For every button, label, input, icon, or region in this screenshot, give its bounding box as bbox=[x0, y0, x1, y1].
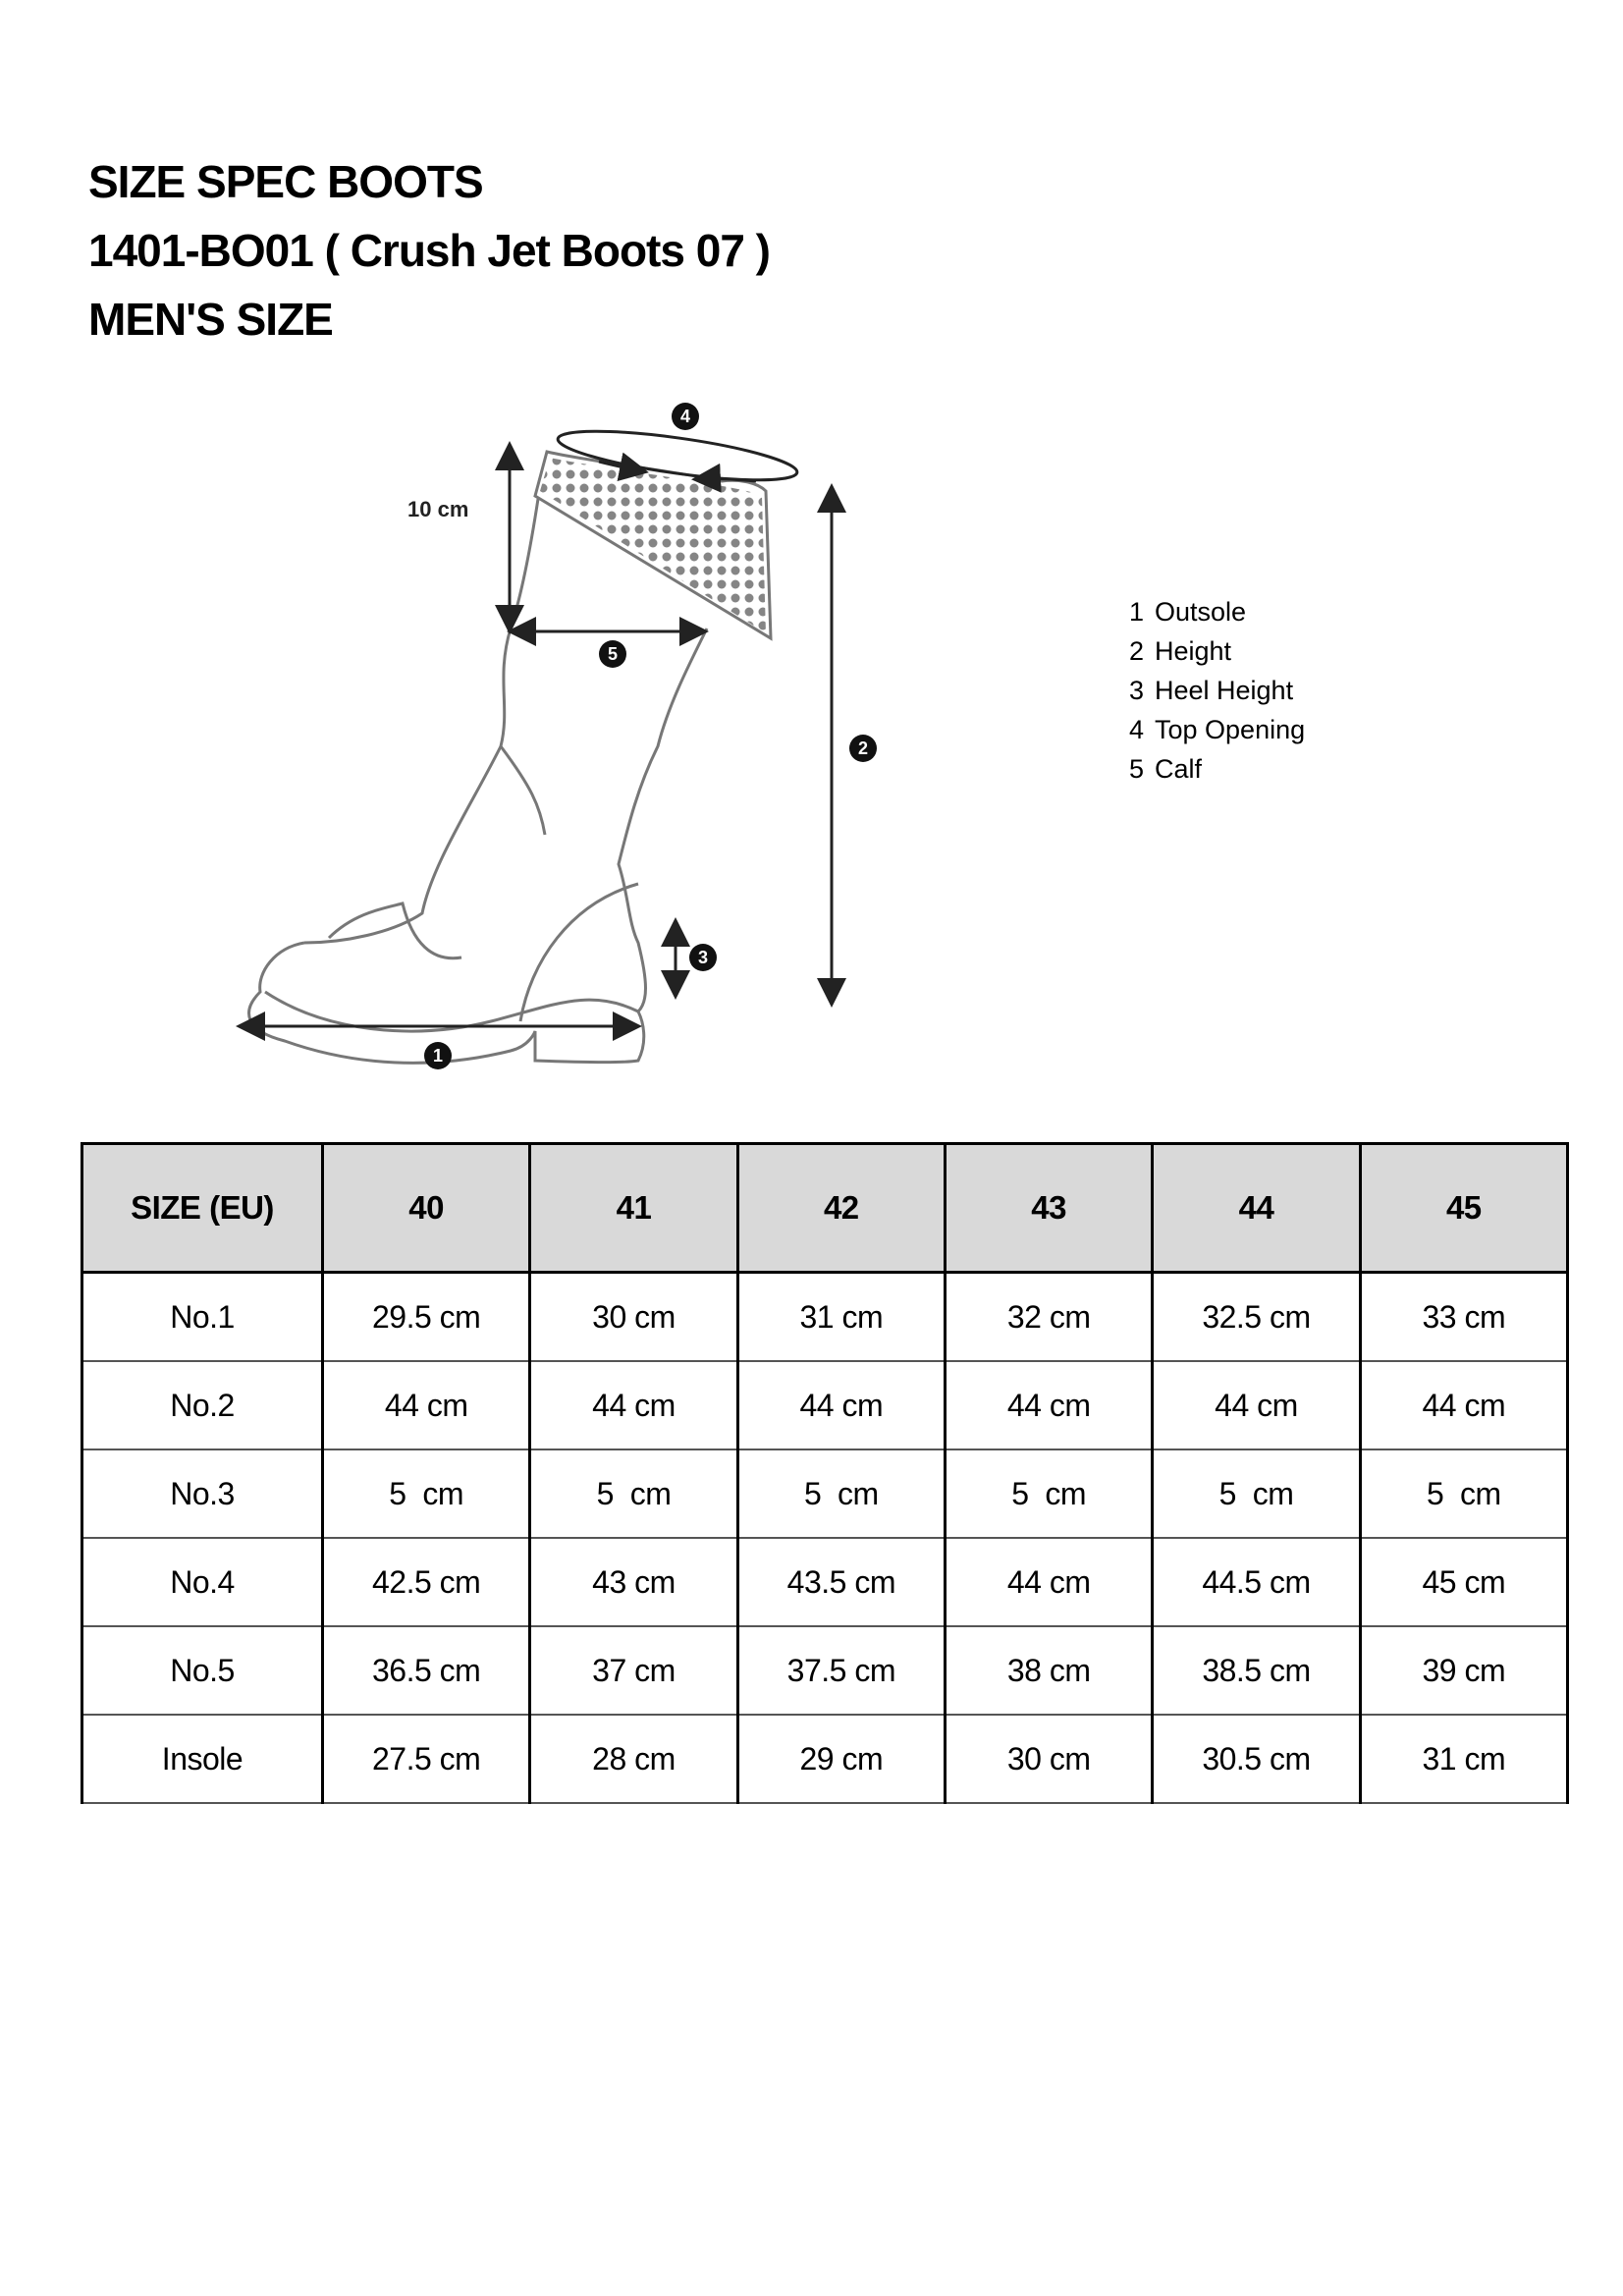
svg-text:4: 4 bbox=[680, 407, 690, 426]
table-row: No.1 29.5 cm 30 cm 31 cm 32 cm 32.5 cm 3… bbox=[81, 1271, 1570, 1362]
svg-text:3: 3 bbox=[698, 948, 708, 967]
table-cell: 32 cm bbox=[943, 1271, 1155, 1362]
table-cell: 44.5 cm bbox=[1151, 1537, 1362, 1627]
table-cell: 44 cm bbox=[943, 1360, 1155, 1450]
table-cell: 5 cm bbox=[320, 1449, 532, 1539]
table-cell: 31 cm bbox=[735, 1271, 947, 1362]
header-cell: 40 bbox=[320, 1142, 532, 1274]
header-cell: 45 bbox=[1358, 1142, 1570, 1274]
row-label: No.4 bbox=[81, 1537, 324, 1627]
row-label: No.3 bbox=[81, 1449, 324, 1539]
table-cell: 31 cm bbox=[1358, 1714, 1570, 1804]
table-cell: 43 cm bbox=[528, 1537, 739, 1627]
table-cell: 39 cm bbox=[1358, 1625, 1570, 1716]
table-cell: 5 cm bbox=[528, 1449, 739, 1539]
row-label: No.1 bbox=[81, 1271, 324, 1362]
table-cell: 27.5 cm bbox=[320, 1714, 532, 1804]
doc-title: SIZE SPEC BOOTS bbox=[88, 156, 484, 207]
table-row: No.5 36.5 cm 37 cm 37.5 cm 38 cm 38.5 cm… bbox=[81, 1625, 1570, 1716]
table-cell: 44 cm bbox=[1151, 1360, 1362, 1450]
table-cell: 38.5 cm bbox=[1151, 1625, 1362, 1716]
table-cell: 44 cm bbox=[1358, 1360, 1570, 1450]
table-cell: 37.5 cm bbox=[735, 1625, 947, 1716]
table-cell: 5 cm bbox=[1358, 1449, 1570, 1539]
table-row: No.3 5 cm 5 cm 5 cm 5 cm 5 cm 5 cm bbox=[81, 1449, 1570, 1539]
table-cell: 5 cm bbox=[735, 1449, 947, 1539]
table-cell: 44 cm bbox=[528, 1360, 739, 1450]
table-cell: 29.5 cm bbox=[320, 1271, 532, 1362]
svg-text:10 cm: 10 cm bbox=[407, 497, 468, 521]
table-row: No.4 42.5 cm 43 cm 43.5 cm 44 cm 44.5 cm… bbox=[81, 1537, 1570, 1627]
header-cell: 44 bbox=[1151, 1142, 1362, 1274]
table-cell: 36.5 cm bbox=[320, 1625, 532, 1716]
table-cell: 38 cm bbox=[943, 1625, 1155, 1716]
table-cell: 5 cm bbox=[943, 1449, 1155, 1539]
boot-measurement-diagram: 10 cm 4 5 2 3 1 bbox=[226, 393, 913, 1080]
row-label: No.5 bbox=[81, 1625, 324, 1716]
table-cell: 45 cm bbox=[1358, 1537, 1570, 1627]
row-label: No.2 bbox=[81, 1360, 324, 1450]
row-label: Insole bbox=[81, 1714, 324, 1804]
table-cell: 44 cm bbox=[943, 1537, 1155, 1627]
table-cell: 28 cm bbox=[528, 1714, 739, 1804]
table-cell: 42.5 cm bbox=[320, 1537, 532, 1627]
size-category: MEN'S SIZE bbox=[88, 294, 334, 345]
header-cell: 41 bbox=[528, 1142, 739, 1274]
product-name: 1401-BO01 ( Crush Jet Boots 07 ) bbox=[88, 225, 771, 276]
studded-cuff bbox=[540, 458, 766, 633]
table-cell: 29 cm bbox=[735, 1714, 947, 1804]
size-spec-table: SIZE (EU) 40 41 42 43 44 45 No.1 29.5 cm… bbox=[81, 1142, 1570, 1804]
table-cell: 32.5 cm bbox=[1151, 1271, 1362, 1362]
title-block: SIZE SPEC BOOTS 1401-BO01 ( Crush Jet Bo… bbox=[88, 147, 771, 354]
marker-badges: 4 5 2 3 1 bbox=[424, 403, 877, 1069]
table-cell: 44 cm bbox=[735, 1360, 947, 1450]
header-cell: 42 bbox=[735, 1142, 947, 1274]
measurement-arrows bbox=[236, 429, 846, 1041]
table-row: No.2 44 cm 44 cm 44 cm 44 cm 44 cm 44 cm bbox=[81, 1360, 1570, 1450]
svg-text:1: 1 bbox=[433, 1046, 443, 1066]
table-row: Insole 27.5 cm 28 cm 29 cm 30 cm 30.5 cm… bbox=[81, 1714, 1570, 1804]
table-cell: 43.5 cm bbox=[735, 1537, 947, 1627]
table-cell: 30.5 cm bbox=[1151, 1714, 1362, 1804]
table-cell: 5 cm bbox=[1151, 1449, 1362, 1539]
header-cell: 43 bbox=[943, 1142, 1155, 1274]
table-cell: 30 cm bbox=[943, 1714, 1155, 1804]
table-cell: 37 cm bbox=[528, 1625, 739, 1716]
svg-text:5: 5 bbox=[608, 644, 618, 664]
table-cell: 30 cm bbox=[528, 1271, 739, 1362]
table-header-row: SIZE (EU) 40 41 42 43 44 45 bbox=[81, 1142, 1570, 1274]
table-cell: 44 cm bbox=[320, 1360, 532, 1450]
table-cell: 33 cm bbox=[1358, 1271, 1570, 1362]
header-cell: SIZE (EU) bbox=[81, 1142, 324, 1274]
svg-text:2: 2 bbox=[858, 738, 868, 758]
